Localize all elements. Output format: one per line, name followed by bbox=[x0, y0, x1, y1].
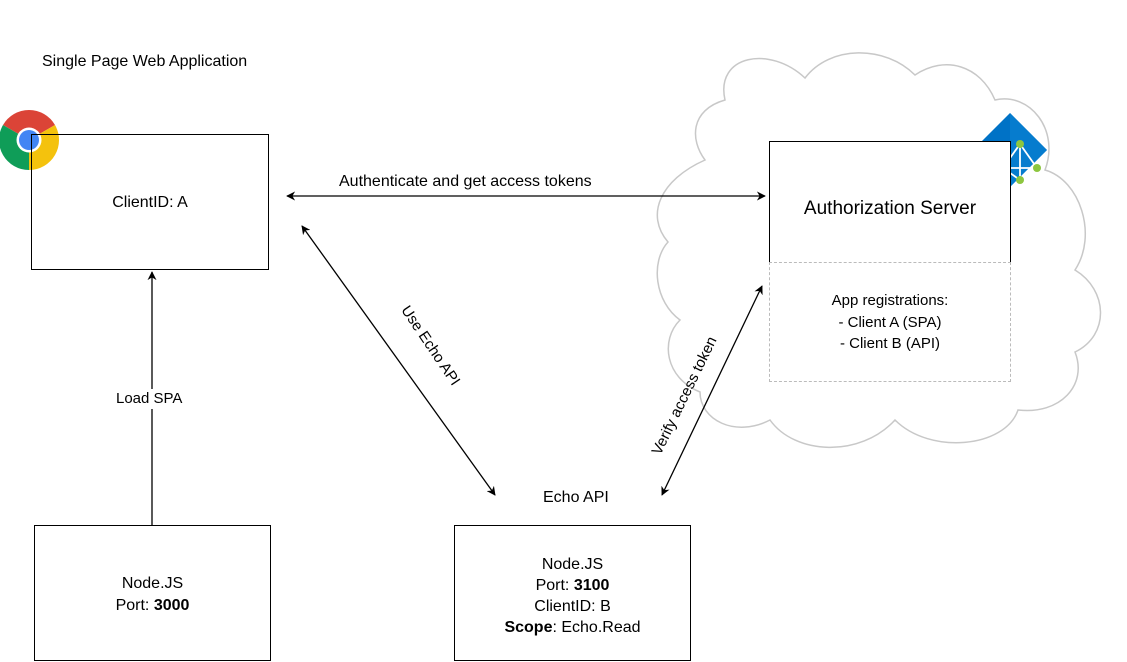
authenticate-label: Authenticate and get access tokens bbox=[339, 173, 592, 190]
app-registrations-box: App registrations: - Client A (SPA) - Cl… bbox=[769, 262, 1011, 382]
spa-client-id: ClientID: A bbox=[112, 194, 188, 211]
verify-token-arrow bbox=[661, 285, 763, 496]
node-spa-server-box: Node.JS Port: 3000 bbox=[34, 525, 271, 661]
node-spa-port-value: 3000 bbox=[153, 597, 190, 614]
node-spa-port: Port: 3000 bbox=[35, 595, 270, 617]
node-spa-runtime: Node.JS bbox=[121, 575, 184, 592]
echo-api-runtime: Node.JS bbox=[541, 556, 604, 573]
load-spa-label: Load SPA bbox=[115, 389, 184, 409]
echo-api-client-id: ClientID: B bbox=[534, 598, 611, 615]
spa-title: Single Page Web Application bbox=[42, 53, 248, 70]
spa-client-box: ClientID: A bbox=[31, 134, 269, 270]
echo-api-scope-label: Scope bbox=[504, 619, 553, 636]
app-registrations-title: App registrations: bbox=[831, 292, 949, 309]
authorization-server-title: Authorization Server bbox=[803, 198, 977, 219]
echo-api-port-value: 3100 bbox=[573, 577, 610, 594]
echo-api-port-label: Port: bbox=[535, 577, 574, 594]
authorization-server-box: Authorization Server bbox=[769, 141, 1011, 263]
echo-api-port: Port: 3100 bbox=[455, 575, 690, 597]
app-registration-client-a: - Client A (SPA) bbox=[838, 314, 942, 331]
echo-api-title: Echo API bbox=[543, 489, 609, 506]
echo-api-scope: Scope: Echo.Read bbox=[455, 617, 690, 639]
echo-api-server-box: Node.JS Port: 3100 ClientID: B Scope: Ec… bbox=[454, 525, 691, 661]
chrome-browser-icon bbox=[0, 109, 60, 171]
echo-api-scope-value: : Echo.Read bbox=[552, 619, 641, 636]
use-echo-api-arrow bbox=[301, 225, 496, 496]
node-spa-port-label: Port: bbox=[115, 597, 154, 614]
app-registration-client-b: - Client B (API) bbox=[839, 335, 941, 352]
